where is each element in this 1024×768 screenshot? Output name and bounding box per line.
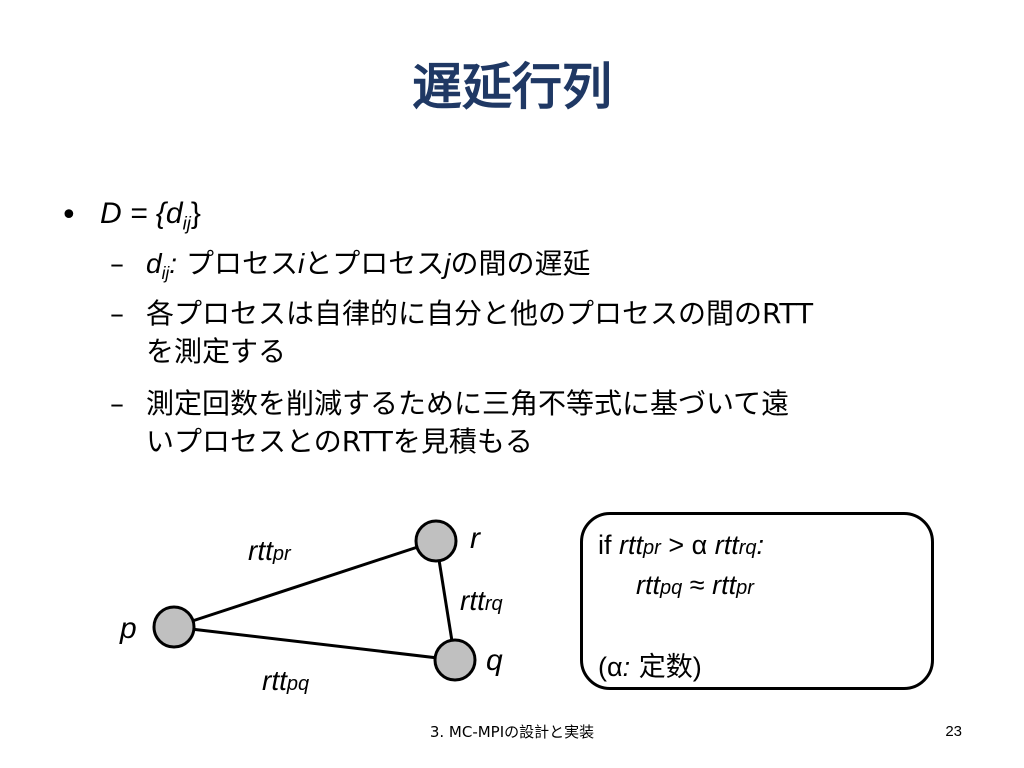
edge-p-r [173,539,437,629]
edge-label-rq-main: rtt [460,585,486,616]
sub-bullet-marker: – [110,387,124,420]
node-label-p: p [119,612,137,645]
sub-bullet-marker: – [110,247,124,280]
rule-alpha-open: (α [598,652,623,682]
dij-colon: : [169,248,178,279]
rule-approx: ≈ [682,570,713,600]
node-q [433,638,477,682]
sub-bullet-rtt-measure-line1: 各プロセスは自律的に自分と他のプロセスの間のRTT [146,297,814,330]
edge-label-pr-main: rtt [248,535,274,566]
edge-label-rq-sub: rq [485,593,503,615]
node-label-r: r [470,522,481,555]
rule-rtt-rq-sub: rq [738,537,757,559]
bullet-marker: • [60,198,78,233]
page-number: 23 [945,723,962,740]
edge-label-pr-sub: pr [272,543,292,565]
rule-line-3: (α: 定数) [598,650,702,685]
slide-footer: 3. MC-MPIの設計と実装 [429,723,595,741]
rule-rtt-pr: rtt [619,530,644,560]
node-p [152,605,196,649]
rule-constant: 定数 [630,652,693,683]
node-r [414,519,458,563]
edge-label-pq: rttpq [262,665,309,696]
rule-rtt-pr-sub: pr [643,537,661,559]
sub-bullet-marker: – [110,297,124,330]
sub-bullet-triangle-line2: いプロセスとのRTTを見積もる [146,425,533,458]
rule-line-2: rttpq ≈ rttpr [636,568,754,605]
approximation-rule-box [580,512,934,690]
dij-text-b: とプロセス [304,247,445,280]
rule-rtt-pq-sub: pq [660,577,683,599]
var-i: i [297,248,305,279]
slide-title: 遅延行列 [412,58,612,116]
rule-if: if [598,530,620,560]
dij-text-c: の間の遅延 [450,247,591,280]
sub-bullet-rtt-measure-line2: を測定する [146,335,287,368]
edge-p-q [173,625,456,662]
rule-colon: : [756,530,765,560]
dij-text-a: プロセス [177,247,298,280]
delay-matrix-suffix: } [190,197,201,230]
delay-matrix-subscript: ij [182,212,191,234]
rule-rtt-pr-2: rtt [712,570,737,600]
dij-subscript: ij [161,263,170,284]
rule-alpha-close: ) [692,652,702,682]
bullet-delay-matrix: D = {dij} [100,196,201,242]
delay-matrix-prefix: D = {d [100,197,183,230]
sub-bullet-triangle-line1: 測定回数を削減するために三角不等式に基づいて遠 [146,387,790,420]
rule-alpha-colon: : [622,652,631,682]
rule-line-1: if rttpr > α rttrq: [598,528,764,565]
edge-label-pq-main: rtt [262,665,288,696]
rule-gt-alpha: > α [660,530,715,560]
rule-rtt-pr-2-sub: pr [736,577,754,599]
edge-label-rq: rttrq [460,585,503,616]
rule-rtt-pq: rtt [636,570,660,600]
node-label-q: q [486,644,503,677]
edge-label-pr: rttpr [248,535,292,566]
edge-label-pq-sub: pq [286,673,309,695]
var-j: j [444,248,451,279]
sub-bullet-dij-definition: dij: プロセスiとプロセスjの間の遅延 [146,246,590,291]
dij-var: d [146,248,162,279]
rule-rtt-rq: rtt [714,530,739,560]
